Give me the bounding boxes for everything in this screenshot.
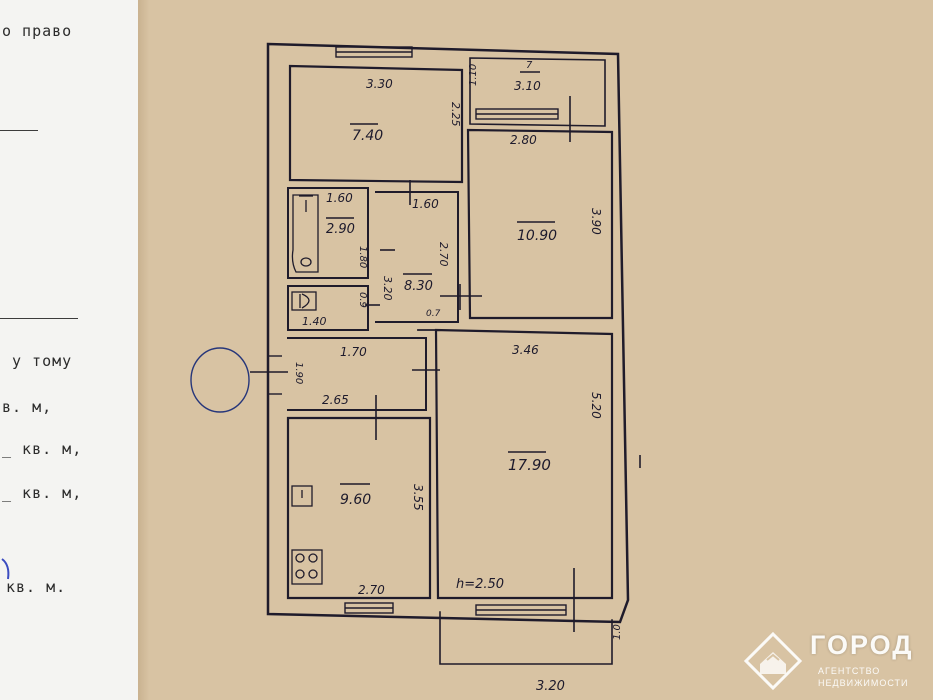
area-label: 2.90 <box>326 222 355 237</box>
form-line-1: о право <box>2 22 73 40</box>
dim-label: 2.80 <box>510 133 537 147</box>
form-stroke <box>1 558 10 580</box>
toilet-wall <box>287 285 369 331</box>
dim-label: 1.10 <box>468 64 479 86</box>
dim-label: 3.90 <box>589 208 603 235</box>
dim-label: 3.55 <box>411 484 425 511</box>
dim-label: 3.46 <box>512 343 539 357</box>
dim-label: 1.90 <box>293 362 304 384</box>
dim-label: 2.70 <box>358 583 385 597</box>
dim-label: 3.30 <box>366 77 393 91</box>
form-line-6: кв. м. <box>6 578 67 596</box>
outer-wall <box>266 42 630 624</box>
pen-circle-mark <box>190 347 250 413</box>
agency-logo-icon <box>743 631 803 691</box>
stove-icon <box>291 549 323 585</box>
form-line-5: _ кв. м, <box>2 484 83 502</box>
dim-label: 1.80 <box>357 246 368 268</box>
bathroom-wall <box>287 187 369 279</box>
agency-sub-2: НЕДВИЖИМОСТИ <box>818 678 909 688</box>
dim-label: 0.9 <box>357 292 368 308</box>
dim-label: 1.70 <box>340 345 367 359</box>
area-label: 8.30 <box>404 279 433 294</box>
balcony-wall <box>469 57 606 127</box>
form-line-4: _ кв. м, <box>2 440 83 458</box>
dim-label: 2.65 <box>322 393 349 407</box>
large-room-wall <box>434 328 614 600</box>
hall-wall <box>375 191 459 323</box>
dim-label: 5.20 <box>589 392 603 419</box>
dim-label: 2.25 <box>449 102 462 127</box>
area-label: 17.90 <box>508 456 551 474</box>
flag-label: 7 <box>526 60 533 71</box>
area-label: 10.90 <box>517 228 557 244</box>
form-document: о право у тому в. м, _ кв. м, _ кв. м, к… <box>0 0 138 700</box>
dim-label: 3.20 <box>536 679 565 694</box>
corridor-wall <box>287 337 427 411</box>
dim-label: 2.70 <box>437 242 450 267</box>
form-rule <box>0 130 38 131</box>
door-gap-label: 0.7 <box>426 309 441 319</box>
room-wall <box>288 64 464 184</box>
paper-fold <box>138 0 150 700</box>
sink-icon <box>291 485 313 507</box>
form-rule <box>0 318 78 319</box>
agency-name: ГОРОД <box>810 630 914 660</box>
ceiling-height-label: h=2.50 <box>456 577 504 592</box>
dim-label: 3.20 <box>381 276 394 301</box>
bathtub-icon <box>291 194 319 273</box>
dim-label: 1.60 <box>326 191 353 205</box>
agency-sub-1: АГЕНТСТВО <box>818 666 881 676</box>
kitchen-wall <box>286 416 432 600</box>
dim-label: 1.0 <box>612 624 623 640</box>
form-line-2: у тому <box>12 352 73 370</box>
bottom-balcony-wall <box>439 611 613 665</box>
room-wall <box>466 128 614 320</box>
area-label: 3.10 <box>514 79 541 93</box>
agency-watermark: ГОРОД АГЕНТСТВО НЕДВИЖИМОСТИ <box>742 626 922 696</box>
form-line-3: в. м, <box>2 398 53 416</box>
dim-label: 1.60 <box>412 197 439 211</box>
area-label: 1.40 <box>302 315 327 328</box>
area-label: 7.40 <box>352 128 383 144</box>
toilet-icon <box>291 291 317 311</box>
area-label: 9.60 <box>340 492 371 508</box>
